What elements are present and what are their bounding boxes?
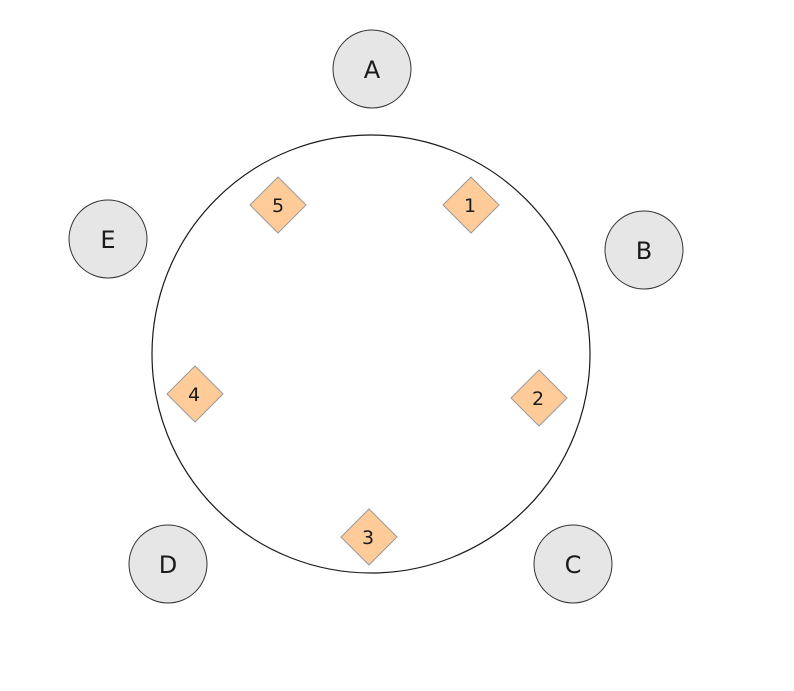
node-e-circle xyxy=(68,199,148,279)
seat-1-label: 1 xyxy=(464,195,476,217)
seat-5-label: 5 xyxy=(272,195,284,217)
node-d-label: D xyxy=(159,551,177,579)
seat-3-label: 3 xyxy=(362,527,374,549)
seat-1-diamond xyxy=(442,176,500,234)
node-c: C xyxy=(533,524,613,604)
seat-4: 4 xyxy=(166,365,224,423)
seat-2: 2 xyxy=(510,369,568,427)
node-c-label: C xyxy=(565,551,582,579)
node-c-circle xyxy=(533,524,613,604)
node-a: A xyxy=(332,29,412,109)
node-a-label: A xyxy=(364,56,381,84)
node-b: B xyxy=(604,210,684,290)
seat-4-label: 4 xyxy=(188,384,200,406)
node-d-circle xyxy=(128,524,208,604)
seat-3-diamond xyxy=(340,508,398,566)
node-d: D xyxy=(128,524,208,604)
seat-2-diamond xyxy=(510,369,568,427)
node-a-circle xyxy=(332,29,412,109)
seat-5: 5 xyxy=(249,176,307,234)
seat-1: 1 xyxy=(442,176,500,234)
seat-4-diamond xyxy=(166,365,224,423)
center-ring xyxy=(151,134,591,574)
node-b-circle xyxy=(604,210,684,290)
seat-2-label: 2 xyxy=(532,388,544,410)
node-e-label: E xyxy=(100,226,115,254)
node-b-label: B xyxy=(636,237,652,265)
seat-3: 3 xyxy=(340,508,398,566)
seat-5-diamond xyxy=(249,176,307,234)
node-e: E xyxy=(68,199,148,279)
